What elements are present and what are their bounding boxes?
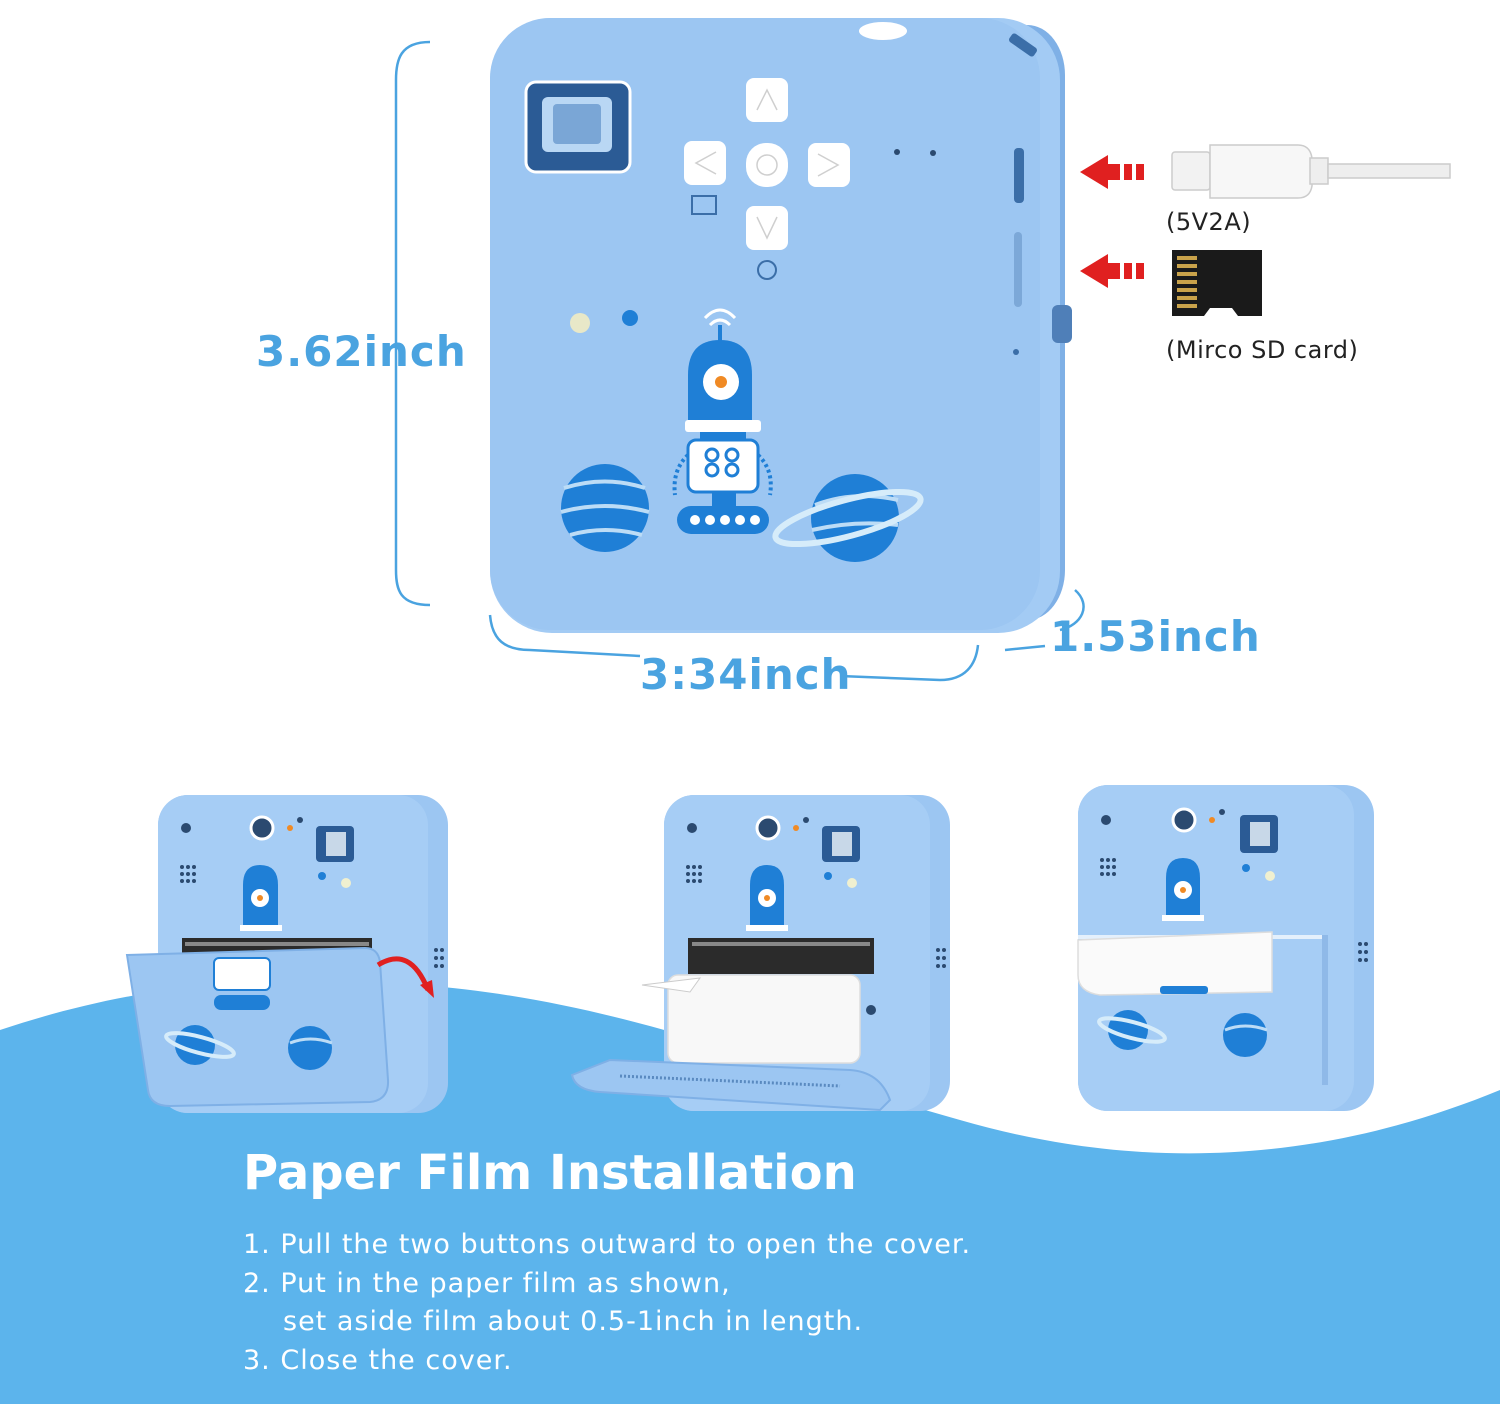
step2-device — [570, 795, 950, 1112]
depth-dimension-label: 1.53inch — [1050, 612, 1261, 661]
installation-step-1: 1. Pull the two buttons outward to open … — [243, 1229, 972, 1260]
usb-power-label: (5V2A) — [1166, 208, 1252, 236]
sd-arrow-icon — [1080, 254, 1144, 288]
sd-card-label: (Mirco SD card) — [1166, 336, 1359, 364]
step-2-detail: set aside film about 0.5-1inch in length… — [283, 1306, 864, 1337]
installation-title: Paper Film Installation — [243, 1145, 857, 1201]
usb-arrow-icon — [1080, 155, 1144, 189]
installation-step-2-continued: set aside film about 0.5-1inch in length… — [243, 1303, 971, 1342]
step3-device — [1077, 785, 1374, 1111]
height-dimension-label: 3.62inch — [256, 327, 467, 376]
installation-steps: 1. Pull the two buttons outward to open … — [243, 1226, 971, 1380]
step1-device — [125, 795, 448, 1113]
installation-step-3: 3. Close the cover. — [243, 1344, 513, 1376]
width-dimension-label: 3:34inch — [640, 650, 852, 699]
installation-step-2: 2. Put in the paper film as shown, — [243, 1267, 731, 1299]
